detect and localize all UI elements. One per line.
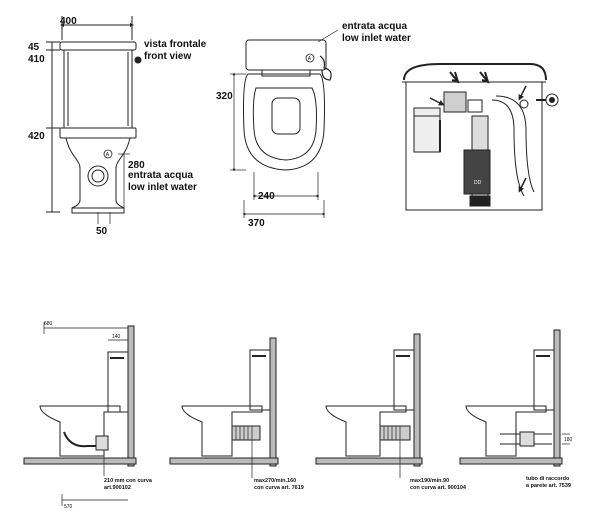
inst4-caption-line1: tubo di raccordo [526, 476, 570, 482]
front-top-dim: 45 [28, 42, 40, 53]
inst4-caption-line2: a parete art. 7539 [526, 483, 571, 489]
inst1-caption-line2: art.900102 [104, 485, 131, 491]
inst3-caption-line2: con curva art. 900104 [410, 485, 467, 491]
installation-1-drawing [23, 322, 137, 506]
front-width-dim: 400 [60, 16, 77, 27]
front-outlet-dim: 50 [96, 226, 108, 237]
top-inlet-marker: A [308, 56, 312, 62]
inst1-caption-line1: 210 mm con curva [104, 478, 153, 484]
inst2-caption-line2: con curva art. 7619 [254, 485, 304, 491]
top-seat-width-dim: 240 [258, 191, 275, 202]
installation-3-drawing [315, 333, 423, 478]
front-view-label-it: vista frontale [144, 39, 207, 50]
top-inlet-label-en: low inlet water [342, 33, 411, 44]
inst1-bottom-dim: 570 [64, 504, 73, 510]
installation-2-drawing [169, 337, 279, 478]
front-view-drawing [46, 16, 142, 224]
inst3-caption-line1: max190/min.90 [410, 478, 449, 484]
top-depth-dim: 320 [216, 91, 233, 102]
front-inlet-height-dim: 280 [128, 160, 145, 171]
front-inlet-label-en: low inlet water [128, 182, 197, 193]
cutaway-dd-label: DD [474, 180, 482, 186]
front-bowl-dim: 420 [28, 131, 45, 142]
inst2-caption-line1: max270/min.160 [254, 478, 296, 484]
inst1-tank-dim: 140 [112, 334, 121, 340]
top-view-drawing [230, 29, 339, 218]
front-inlet-label-it: entrata acqua [128, 170, 193, 181]
top-total-width-dim: 370 [248, 218, 265, 229]
inst1-top-dim: 680 [44, 321, 53, 327]
front-view-label-en: front view [144, 51, 191, 62]
front-tank-dim: 410 [28, 54, 45, 65]
installation-4-drawing [459, 329, 570, 467]
top-inlet-label-it: entrata acqua [342, 21, 407, 32]
front-inlet-marker: A [106, 152, 110, 158]
inst4-height-dim: 180 [564, 437, 573, 443]
tank-cutaway-drawing [402, 63, 559, 211]
